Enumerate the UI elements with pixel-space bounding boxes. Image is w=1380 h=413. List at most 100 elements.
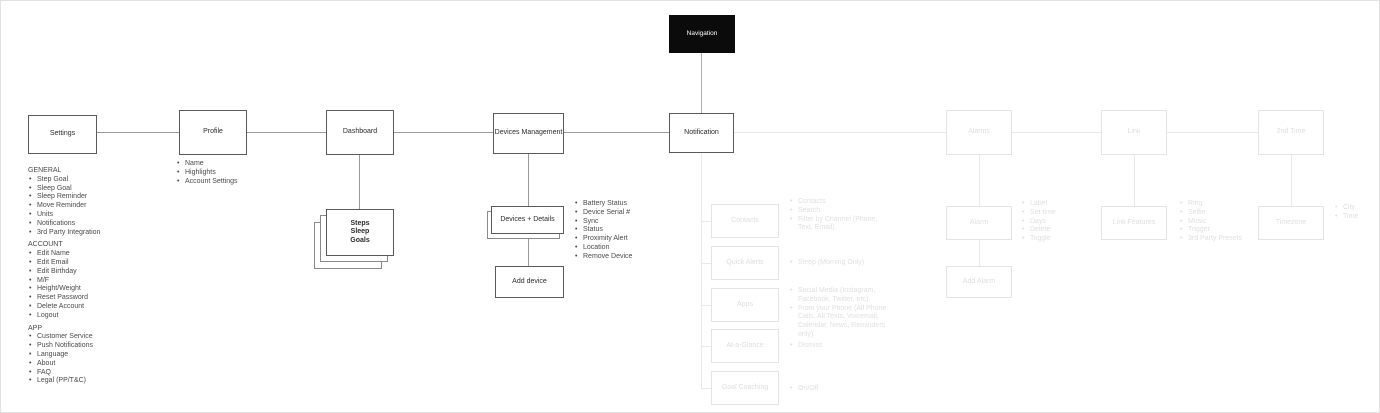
settings-item: Logout — [28, 312, 168, 321]
devices-details-list: Battery Status Device Serial # Sync Stat… — [574, 200, 664, 262]
node-timezone-label: Timezone — [1275, 218, 1307, 226]
node-notification-quick-alerts: Quick Alerts — [711, 246, 779, 280]
dashboard-connector — [359, 155, 360, 209]
notification-stub-2 — [701, 263, 711, 264]
device-detail-item: Status — [574, 226, 664, 235]
profile-item: Account Settings — [176, 178, 286, 187]
link-bullets: Ring Selfie Music Trigger 3rd Party Pres… — [1179, 200, 1269, 244]
alarm-bullet: Label — [1021, 200, 1101, 209]
link-connector — [1134, 155, 1135, 206]
settings-item: Legal (PP/T&C) — [28, 377, 168, 386]
dashboard-card-goals: Goals — [350, 236, 370, 244]
notification-bullet: Social Media (Instagram, Facebook, Twitt… — [789, 287, 891, 305]
notification-stub-4 — [701, 346, 711, 347]
node-add-alarm: Add Alarm — [946, 266, 1012, 298]
node-alarm: Alarm — [946, 206, 1012, 240]
devices-connector-2 — [528, 234, 529, 266]
notification-contacts-bullets: Contacts Search Filter by Channel (Phone… — [789, 198, 889, 233]
notification-apps-bullets: Social Media (Instagram, Facebook, Twitt… — [789, 287, 891, 340]
settings-section-general: GENERAL — [28, 167, 62, 174]
node-alarms-label: Alarms — [968, 128, 990, 136]
dashboard-card-sleep: Sleep — [350, 228, 370, 236]
node-timezone: Timezone — [1258, 206, 1324, 240]
settings-item: Step Goal — [28, 176, 168, 185]
settings-item: Reset Password — [28, 294, 168, 303]
settings-item: Language — [28, 351, 168, 360]
alarms-connector-2 — [979, 240, 980, 266]
link-bullet: Selfie — [1179, 209, 1269, 218]
dashboard-cards: Steps Sleep Goals — [326, 209, 394, 256]
node-notification-apps-label: Apps — [737, 300, 753, 308]
link-bullet: Trigger — [1179, 226, 1269, 235]
settings-item: About — [28, 360, 168, 369]
node-notification-contacts: Contacts — [711, 204, 779, 238]
alarms-connector-1 — [979, 155, 980, 206]
notification-bullet: Contacts — [789, 198, 889, 207]
node-dashboard-label: Dashboard — [342, 128, 378, 136]
node-devices-details-label: Devices + Details — [500, 215, 555, 223]
settings-item: Move Reminder — [28, 202, 168, 211]
settings-item: Units — [28, 211, 168, 220]
settings-section-app: APP — [28, 324, 43, 332]
device-detail-item: Proximity Alert — [574, 235, 664, 244]
notification-bullet: Sleep (Morning Only) — [789, 259, 889, 268]
settings-item: Push Notifications — [28, 342, 168, 351]
node-add-device-label: Add device — [512, 277, 547, 285]
node-navigation-label: Navigation — [686, 29, 718, 37]
settings-item: M/F — [28, 277, 168, 286]
device-detail-item: Sync — [574, 218, 664, 227]
settings-item: Sleep Goal — [28, 185, 168, 194]
link-bullet: Music — [1179, 218, 1269, 227]
node-add-device: Add device — [495, 266, 564, 298]
notification-quick-alerts-bullets: Sleep (Morning Only) — [789, 259, 889, 268]
node-notification-at-a-glance-label: At-a-Glance — [726, 341, 764, 349]
settings-item: Customer Service — [28, 333, 168, 342]
node-devices-management-label: Devices Management — [494, 129, 563, 137]
node-notification: Notification — [669, 113, 734, 153]
settings-item: Height/Weight — [28, 285, 168, 294]
settings-item: 3rd Party Integration — [28, 229, 168, 238]
node-link-features: Link Features — [1101, 206, 1167, 240]
notification-stub-1 — [701, 221, 711, 222]
settings-item: Edit Name — [28, 250, 168, 259]
settings-item: Sleep Reminder — [28, 193, 168, 202]
profile-list: Name Highlights Account Settings — [176, 160, 286, 186]
devices-connector-1 — [528, 154, 529, 206]
notification-coaching-bullets: On/Off — [789, 385, 889, 394]
settings-item: Edit Email — [28, 259, 168, 268]
node-link-features-label: Link Features — [1112, 218, 1156, 226]
alarm-bullet: Toggle — [1021, 235, 1101, 244]
node-notification-goal-coaching: Goal Coaching — [711, 371, 779, 405]
notification-glance-bullets: Dismiss — [789, 342, 889, 351]
node-link-label: Link — [1127, 128, 1141, 136]
second-time-bullet: Time — [1334, 213, 1379, 222]
node-notification-quick-alerts-label: Quick Alerts — [726, 258, 764, 266]
settings-item: FAQ — [28, 369, 168, 378]
second-time-bullet: City — [1334, 204, 1379, 213]
device-detail-item: Remove Device — [574, 253, 664, 262]
node-devices-management: Devices Management — [493, 113, 564, 154]
notification-bullet: Filter by Channel (Phone, Text, Email) — [789, 216, 889, 234]
node-notification-at-a-glance: At-a-Glance — [711, 329, 779, 363]
node-profile: Profile — [179, 110, 247, 155]
node-second-time: 2nd Time — [1258, 110, 1324, 155]
node-add-alarm-label: Add Alarm — [962, 277, 996, 285]
link-bullet: Ring — [1179, 200, 1269, 209]
node-link: Link — [1101, 110, 1167, 155]
notification-stub-3 — [701, 305, 711, 306]
node-notification-label: Notification — [684, 128, 719, 136]
node-settings: Settings — [28, 115, 97, 154]
settings-item: Delete Account — [28, 303, 168, 312]
link-bullet: 3rd Party Presets — [1179, 235, 1269, 244]
node-navigation: Navigation — [669, 15, 735, 53]
node-profile-label: Profile — [203, 128, 223, 136]
alarm-bullets: Label Set time Days Delete Toggle — [1021, 200, 1101, 244]
dashboard-card-steps: Steps — [350, 219, 370, 227]
alarm-bullet: Delete — [1021, 226, 1101, 235]
node-notification-contacts-label: Contacts — [731, 216, 759, 224]
profile-item: Name — [176, 160, 286, 169]
notification-bullet: From your Phone (All Phone Calls, All Te… — [789, 305, 891, 340]
node-alarms: Alarms — [946, 110, 1012, 155]
device-detail-item: Battery Status — [574, 200, 664, 209]
